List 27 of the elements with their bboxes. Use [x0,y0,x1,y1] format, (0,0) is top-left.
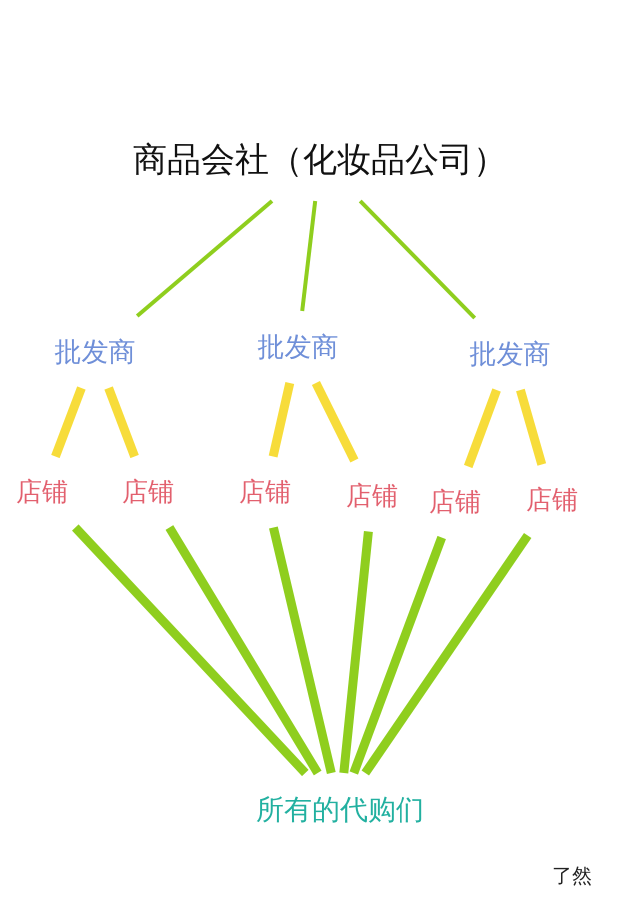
connector-line [136,199,274,318]
connector-line [362,532,532,776]
buyers-label: 所有的代购们 [252,789,428,831]
wholesaler-label: 批发商 [254,327,342,367]
connector-line [312,381,358,462]
connector-line [268,382,294,458]
connector-line [516,388,546,466]
connector-line [269,526,336,774]
signature-text: 了然 [551,862,593,890]
connector-line [166,525,322,776]
shop-label: 店铺 [235,472,295,512]
shop-label: 店铺 [342,476,402,516]
wholesaler-label: 批发商 [50,332,140,372]
connector-line [72,524,309,776]
connector-line [464,388,501,468]
shop-label: 店铺 [522,480,582,520]
connector-line [300,200,318,312]
shop-label: 店铺 [12,472,72,512]
shop-label: 店铺 [425,482,485,522]
connector-line [104,386,139,458]
connector-line [358,200,476,320]
wholesaler-label: 批发商 [466,334,554,374]
connector-line [51,386,86,458]
connector-line [339,531,373,774]
connector-line [350,536,446,775]
shop-label: 店铺 [118,472,178,512]
company-label: 商品会社（化妆品公司） [129,135,511,185]
